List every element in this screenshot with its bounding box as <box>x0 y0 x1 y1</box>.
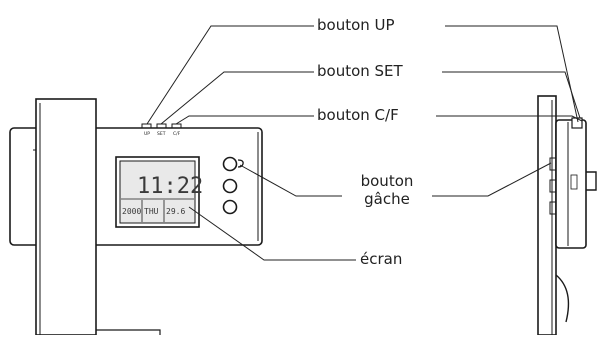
latch-button[interactable] <box>222 156 238 172</box>
cf-marking: C/F <box>173 131 181 137</box>
leader-latch-left <box>239 164 342 197</box>
side-view-device <box>537 95 597 336</box>
label-cf-button: bouton C/F <box>317 106 399 124</box>
label-set-button: bouton SET <box>317 62 404 80</box>
latch-arrow-icon <box>237 159 244 168</box>
leader-up-right <box>445 25 579 123</box>
label-up-button: bouton UP <box>317 16 395 34</box>
screen-temp: 29.6 <box>166 207 185 216</box>
screen-day: THU <box>144 207 159 216</box>
front-view-device <box>9 98 263 336</box>
leader-cf-left <box>175 115 314 125</box>
leader-cf-right <box>436 115 583 122</box>
set-marking: SET <box>157 131 166 137</box>
screen <box>119 160 196 224</box>
screen-time: 11:22 <box>137 174 203 199</box>
leader-screen <box>188 206 356 261</box>
leader-up-left <box>146 25 314 125</box>
leader-lines <box>146 25 583 261</box>
round-button-middle[interactable] <box>222 178 238 194</box>
screen-year: 2000 <box>122 207 141 216</box>
up-button[interactable] <box>141 123 152 129</box>
label-screen: écran <box>360 250 402 268</box>
side-post <box>537 95 557 336</box>
side-clip <box>586 171 597 191</box>
leader-set-right <box>442 71 581 119</box>
up-marking: UP <box>144 131 150 137</box>
stand-foot <box>96 329 161 335</box>
label-latch-button-line1: bouton <box>361 172 414 190</box>
label-latch-button-line2: gâche <box>364 190 410 208</box>
side-base-curve <box>555 274 570 323</box>
leader-set-left <box>160 71 314 125</box>
leader-latch-right <box>432 162 552 197</box>
stand-post <box>35 98 97 336</box>
round-button-bottom[interactable] <box>222 199 238 215</box>
